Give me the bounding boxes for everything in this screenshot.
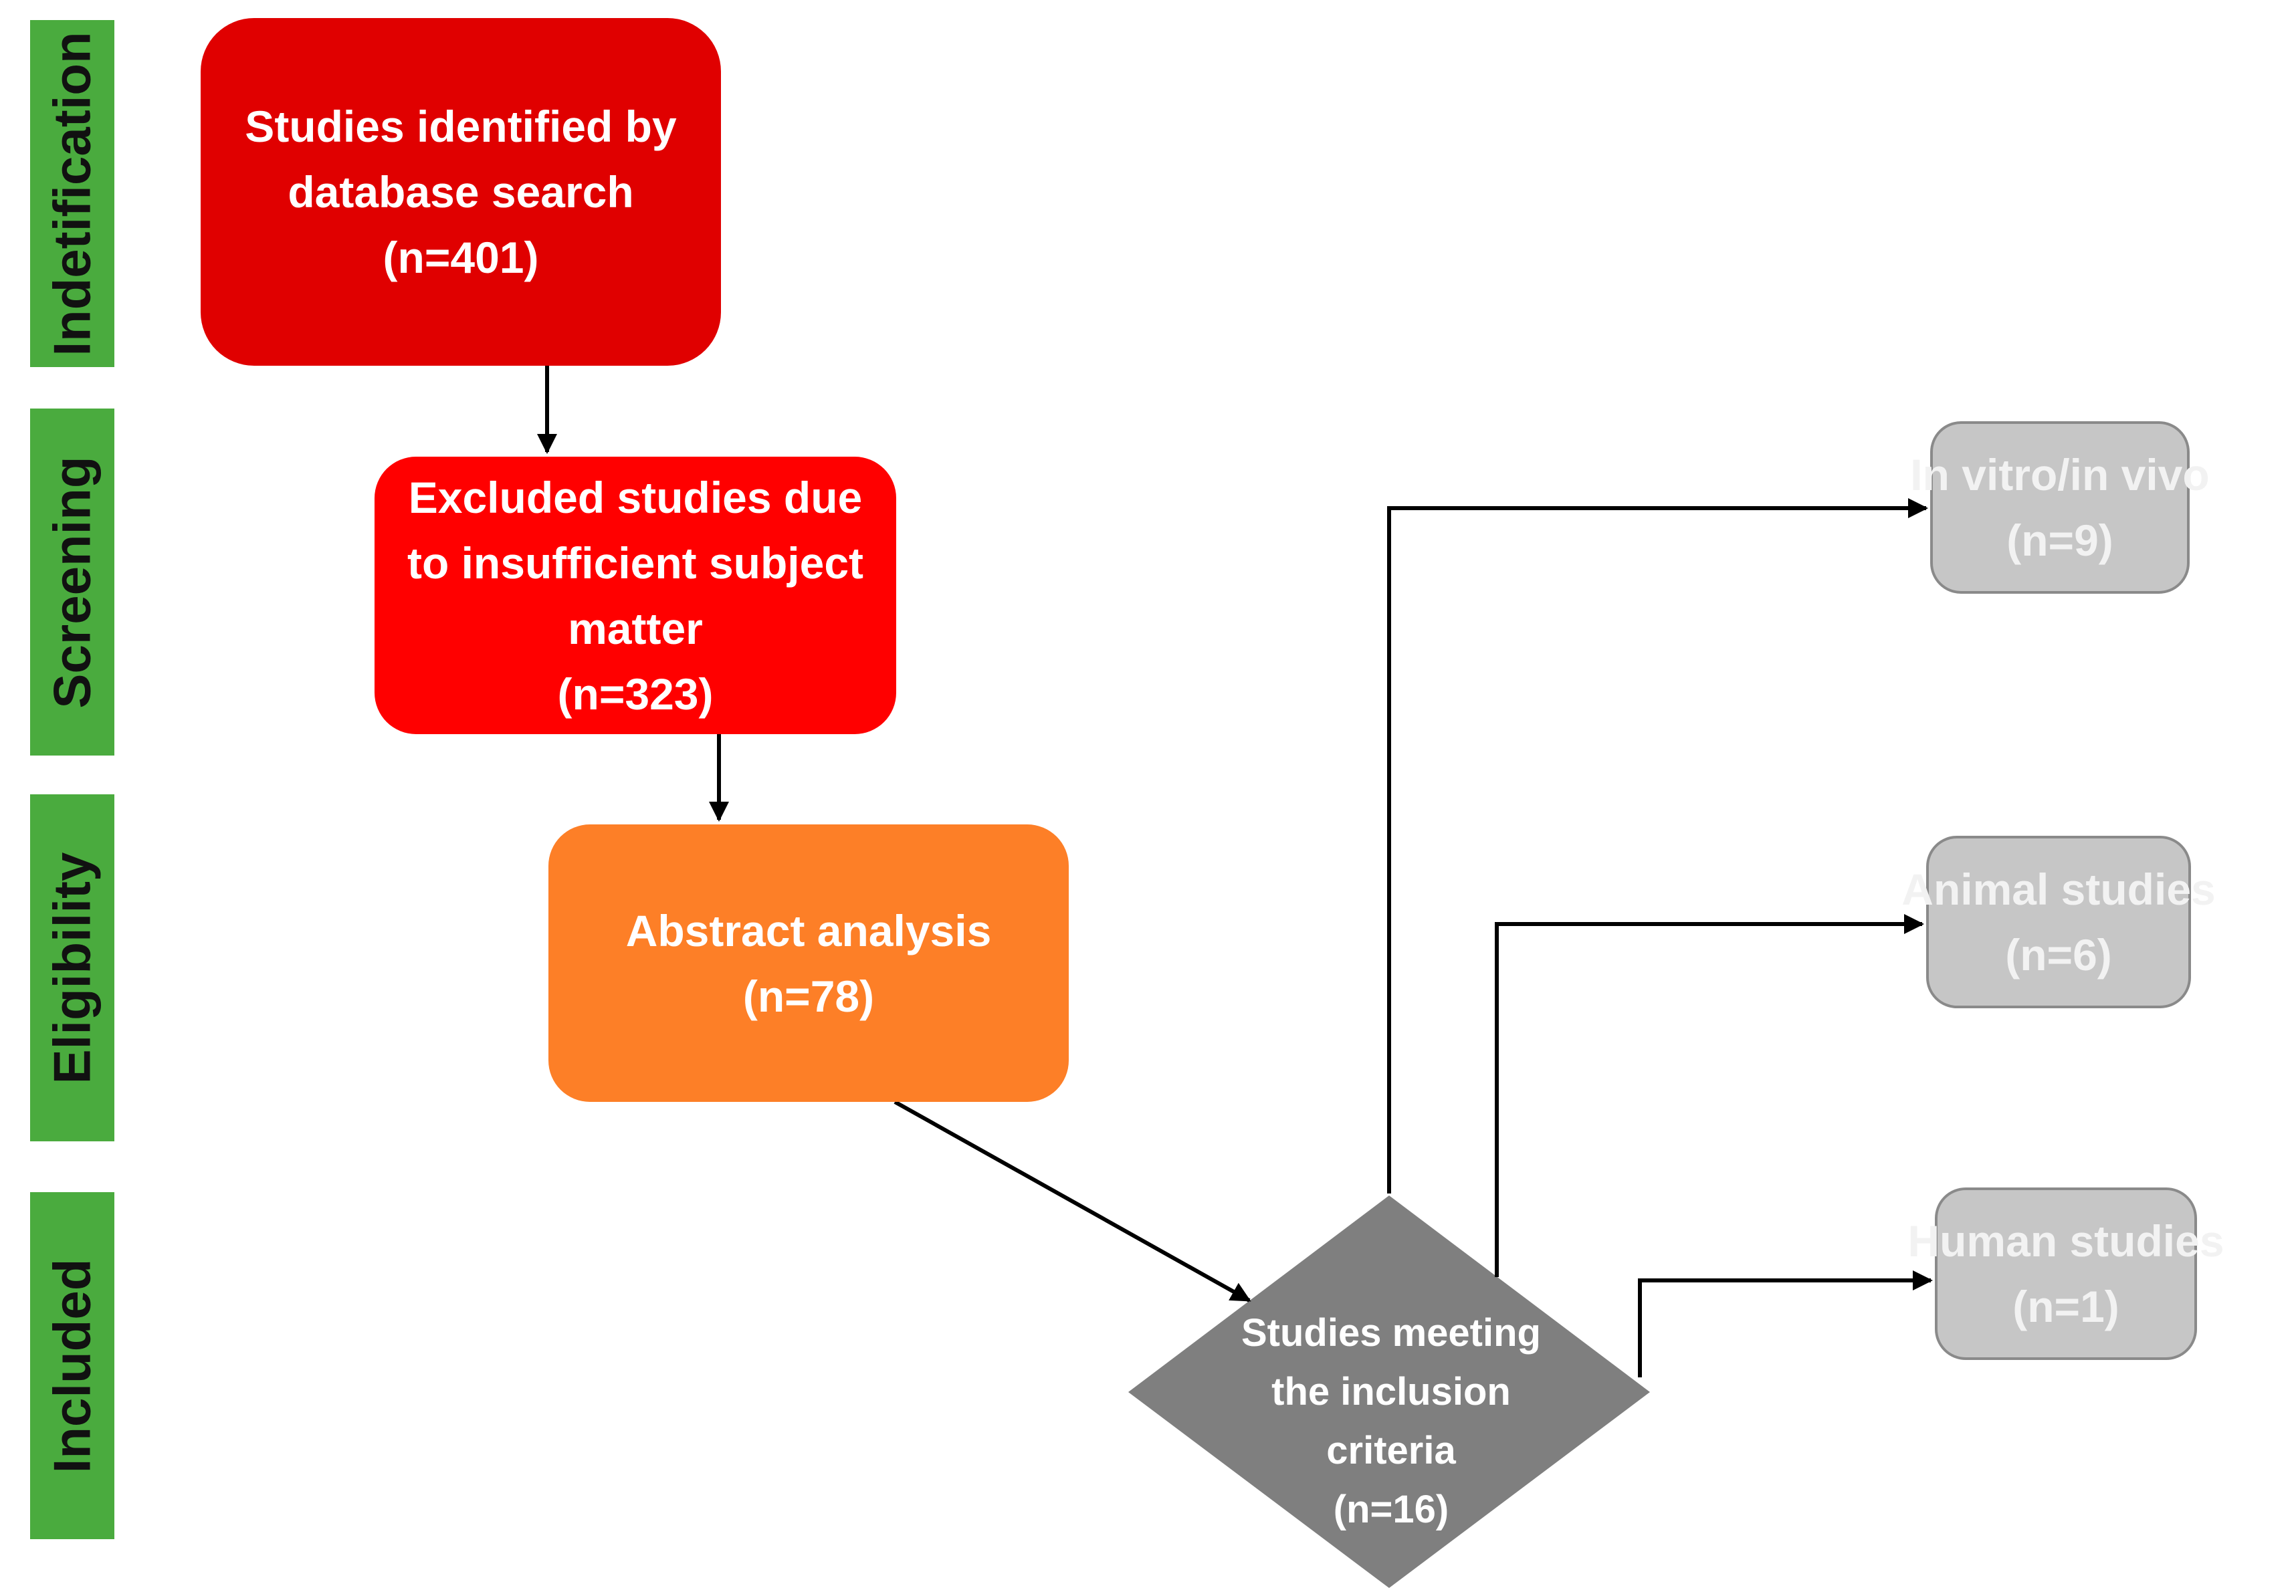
arrow-abstract-to-inclusion — [894, 1100, 1251, 1302]
human-studies-box: Human studies (n=1) — [1907, 1187, 2224, 1360]
animal-count: (n=6) — [2005, 930, 2112, 980]
excluded-line-2: to insufficient subject — [407, 538, 864, 588]
inclusion-criteria-label: Studies meeting the inclusion criteria (… — [1130, 1304, 1652, 1539]
identified-line-1: Studies identified by — [245, 102, 677, 151]
abstract-count: (n=78) — [742, 971, 875, 1021]
excluded-line-3: matter — [568, 603, 703, 653]
identified-line-2: database search — [288, 167, 634, 217]
stage-tab-included: Included — [28, 1190, 116, 1541]
invitro-invivo-box: In vitro/in vivo (n=9) — [1910, 421, 2210, 594]
excluded-line-1: Excluded studies due — [408, 472, 863, 522]
animal-label: Animal studies — [1901, 865, 2216, 914]
inclusion-diamond — [1128, 1195, 1650, 1588]
invitro-count: (n=9) — [2006, 516, 2113, 565]
inclusion-line-1: Studies meeting — [1241, 1311, 1541, 1355]
excluded-count: (n=323) — [557, 669, 714, 719]
arrow-inclusion-to-human — [1638, 1270, 1933, 1377]
inclusion-count: (n=16) — [1333, 1488, 1449, 1531]
inclusion-line-3: criteria — [1326, 1429, 1456, 1472]
arrow-inclusion-to-animal — [1495, 914, 1924, 1277]
abstract-analysis-box: Abstract analysis (n=78) — [548, 824, 1069, 1102]
abstract-line-1: Abstract analysis — [625, 905, 992, 955]
animal-studies-box: Animal studies (n=6) — [1901, 836, 2216, 1008]
stage-tab-eligibility: Eligibility — [28, 792, 116, 1143]
excluded-studies-box: Excluded studies due to insufficient sub… — [375, 457, 896, 734]
arrow-inclusion-to-invitro — [1387, 498, 1928, 1193]
inclusion-line-2: the inclusion — [1271, 1370, 1511, 1413]
human-count: (n=1) — [2012, 1282, 2119, 1331]
stage-tab-identification: Indetification — [28, 18, 116, 369]
identified-count: (n=401) — [383, 233, 539, 282]
invitro-label: In vitro/in vivo — [1910, 450, 2210, 499]
identified-studies-box: Studies identified by database search (n… — [201, 18, 721, 366]
stage-tab-screening: Screening — [28, 407, 116, 758]
human-label: Human studies — [1907, 1216, 2224, 1266]
